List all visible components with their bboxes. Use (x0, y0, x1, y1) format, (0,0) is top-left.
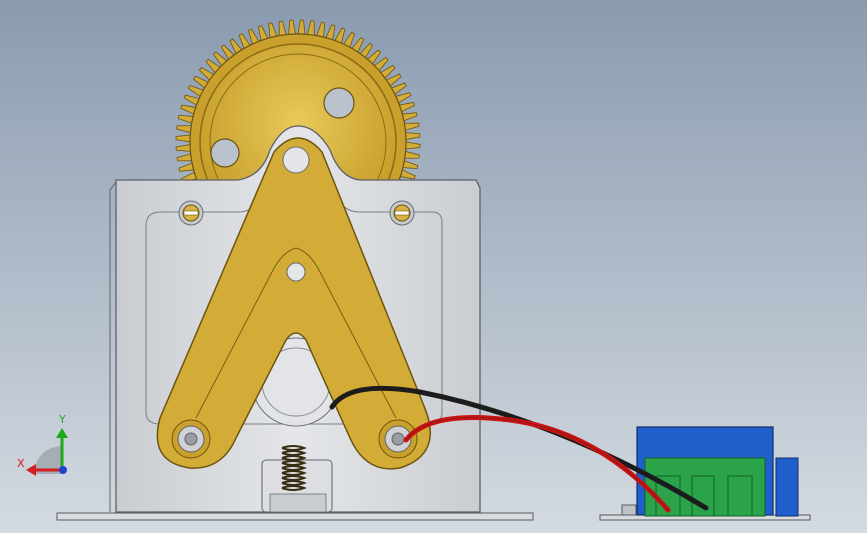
spring-coil-turn (281, 475, 307, 481)
black-wire (329, 385, 709, 511)
spring-coil-turn (281, 480, 307, 486)
lever-bolt-right (378, 419, 418, 459)
lever-arm[interactable] (156, 137, 431, 470)
spring-block (261, 445, 333, 513)
spring-coil-turn (281, 470, 307, 476)
lever-inner-groove (195, 247, 397, 419)
gear-hole-right (323, 87, 355, 119)
spring-coil-turn (281, 485, 307, 491)
coordinate-triad (26, 428, 68, 476)
spring-coil-turn (281, 460, 307, 466)
x-axis-label: X (17, 457, 25, 470)
base-plate (56, 512, 534, 521)
screw-right (389, 200, 415, 226)
spring-coil (281, 445, 307, 491)
spring-coil-turn (281, 455, 307, 461)
lever-bolt-left (171, 419, 211, 459)
screw-left (178, 200, 204, 226)
x-axis-arrow-icon (26, 464, 36, 476)
spring-coil-turn (281, 445, 307, 451)
y-axis-arrow-icon (56, 428, 68, 438)
spring-coil-turn (281, 465, 307, 471)
triad-plane-icon (34, 446, 62, 474)
module-connector (775, 457, 799, 517)
lever-pivot-top (282, 146, 310, 174)
spring-coil-turn (281, 450, 307, 456)
lever-pivot-mid (286, 262, 306, 282)
gear-hole-left (210, 138, 240, 168)
z-axis-dot-icon (59, 466, 67, 474)
y-axis-label: Y (59, 413, 66, 426)
lever-outline (156, 137, 431, 470)
